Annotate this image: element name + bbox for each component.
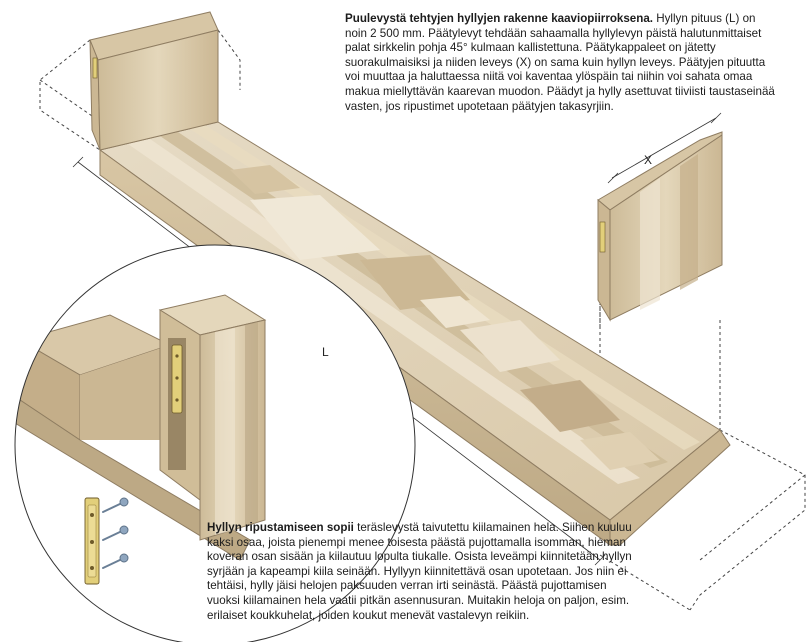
screw-icon [102,497,129,569]
wood-strips [128,125,700,484]
dimension-l-label: L [322,345,329,359]
right-end-panel [597,131,723,322]
detail-magnifier [14,244,416,642]
left-end-panel [89,11,219,151]
dimension-x [607,112,722,184]
dimension-x-label: X [644,153,653,167]
bottom-caption: Hyllyn ripustamiseen sopii teräslevystä … [207,521,637,623]
shelf-right-miter [609,429,731,546]
bottom-caption-heading: Hyllyn ripustamiseen sopii [207,521,354,534]
bottom-caption-body: teräslevystä taivutettu kiilamainen hela… [207,521,632,622]
top-caption-body: Hyllyn pituus (L) on noin 2 500 mm. Päät… [345,12,775,113]
hanger-slot-right [599,221,606,253]
top-caption: Puulevystä tehtyjen hyllyjen rakenne kaa… [345,12,775,114]
hanger-slot-left [92,57,98,79]
dashed-outline-left-end [39,29,241,151]
top-caption-heading: Puulevystä tehtyjen hyllyjen rakenne kaa… [345,12,654,25]
loose-wedge-bracket [84,497,100,585]
